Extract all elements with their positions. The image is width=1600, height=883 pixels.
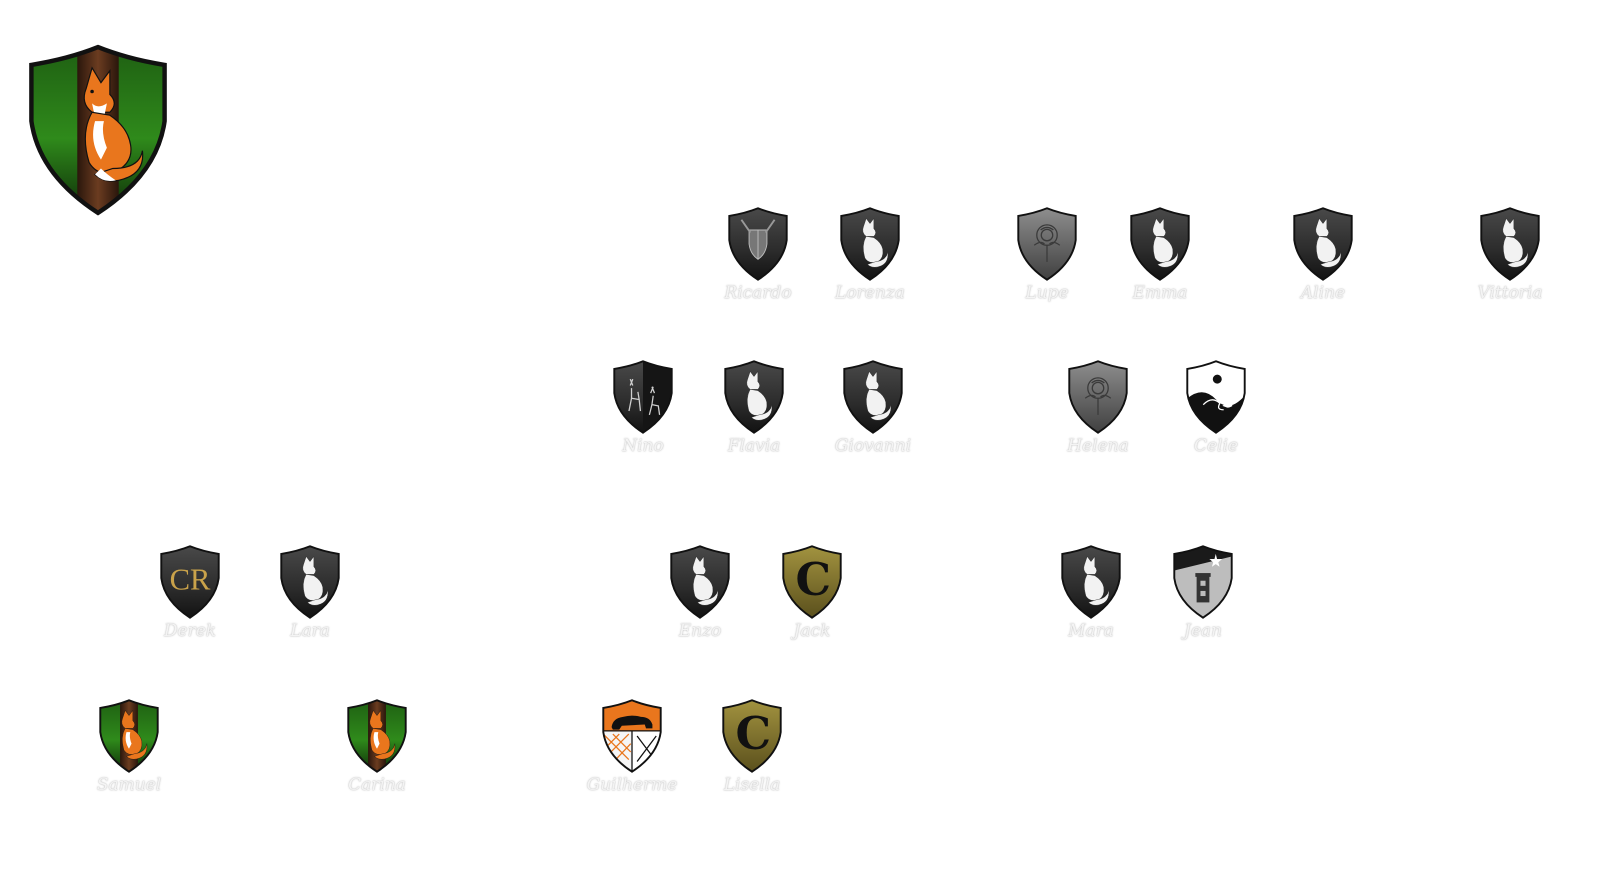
crest-name: Lorenza	[835, 283, 905, 303]
green-fox-icon	[347, 699, 407, 773]
crest-lisella: C Lisella	[720, 699, 784, 795]
crest-name: Samuel	[96, 775, 162, 795]
crest-name: Jean	[1184, 621, 1222, 641]
crest-name: Enzo	[678, 621, 722, 641]
crest-name: Aline	[1300, 283, 1346, 303]
crest-carina: Carina	[345, 699, 409, 795]
svg-text:CR: CR	[170, 563, 211, 597]
crest-jean: Jean	[1171, 545, 1235, 641]
crest-jack: C Jack	[780, 545, 844, 641]
crest-name: Celie	[1193, 436, 1238, 456]
crest-lorenza: Lorenza	[835, 207, 905, 303]
wave-icon	[1186, 360, 1246, 434]
gray-rose-icon	[1017, 207, 1077, 281]
gray-fox-icon	[724, 360, 784, 434]
crest-helena: Helena	[1066, 360, 1130, 456]
crest-name: Flavia	[727, 436, 781, 456]
olive-c-icon: C	[722, 699, 782, 773]
crest-name: Ricardo	[724, 283, 792, 303]
gray-fox-icon	[1061, 545, 1121, 619]
gray-fox-icon	[670, 545, 730, 619]
crest-celie: Celie	[1184, 360, 1248, 456]
gray-fox-icon	[1130, 207, 1190, 281]
crest-derek: CR Derek	[158, 545, 222, 641]
tower-star-icon	[1173, 545, 1233, 619]
gray-shield-icon	[728, 207, 788, 281]
gray-fox-icon	[1480, 207, 1540, 281]
gray-rose-icon	[1068, 360, 1128, 434]
gray-fox-icon	[843, 360, 903, 434]
svg-text:C: C	[796, 553, 832, 606]
crest-emma: Emma	[1128, 207, 1192, 303]
bear-icon	[602, 699, 662, 773]
olive-c-icon: C	[782, 545, 842, 619]
green-fox-icon	[99, 699, 159, 773]
crest-name: Jack	[793, 621, 831, 641]
crest-flavia: Flavia	[722, 360, 786, 456]
crest-enzo: Enzo	[668, 545, 732, 641]
crest-samuel: Samuel	[97, 699, 161, 795]
crest-name: Lara	[290, 621, 330, 641]
cr-monogram-icon: CR	[160, 545, 220, 619]
crest-name: Lupe	[1025, 283, 1069, 303]
crest-vittoria: Vittoria	[1477, 207, 1543, 303]
crest-lara: Lara	[278, 545, 342, 641]
crest-name: Derek	[163, 621, 217, 641]
crest-nino: Nino	[611, 360, 675, 456]
gray-fox-icon	[280, 545, 340, 619]
crest-aline: Aline	[1291, 207, 1355, 303]
crest-name: Mara	[1068, 621, 1114, 641]
crest-name: Helena	[1067, 436, 1129, 456]
crest-name: Vittoria	[1477, 283, 1543, 303]
main-fox-crest	[24, 44, 172, 216]
crest-mara: Mara	[1059, 545, 1123, 641]
crest-guilherme: Guilherme	[587, 699, 677, 795]
gray-fox-icon	[1293, 207, 1353, 281]
deer-icon	[613, 360, 673, 434]
crest-name: Giovanni	[834, 436, 912, 456]
crest-giovanni: Giovanni	[835, 360, 911, 456]
crest-name: Emma	[1132, 283, 1188, 303]
crest-name: Guilherme	[586, 775, 678, 795]
gray-fox-icon	[840, 207, 900, 281]
crest-name: Lisella	[723, 775, 781, 795]
svg-text:C: C	[736, 707, 772, 760]
crest-name: Nino	[622, 436, 664, 456]
crest-lupe: Lupe	[1015, 207, 1079, 303]
crest-name: Carina	[348, 775, 406, 795]
crest-ricardo: Ricardo	[724, 207, 792, 303]
